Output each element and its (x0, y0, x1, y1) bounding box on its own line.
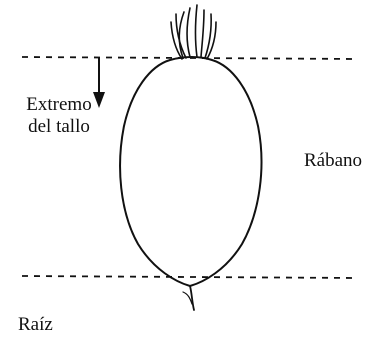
leaf-stems (171, 5, 216, 59)
stem-end-label-line-2: del tallo (4, 116, 114, 138)
root-label: Raíz (18, 314, 53, 336)
root-tip (190, 286, 194, 310)
stem-end-label: Extremo del tallo (4, 94, 114, 138)
radish-body (120, 57, 261, 286)
bottom-cut-line (22, 276, 358, 278)
radish-label: Rábano (304, 150, 362, 172)
stem-end-label-line-1: Extremo (4, 94, 114, 116)
